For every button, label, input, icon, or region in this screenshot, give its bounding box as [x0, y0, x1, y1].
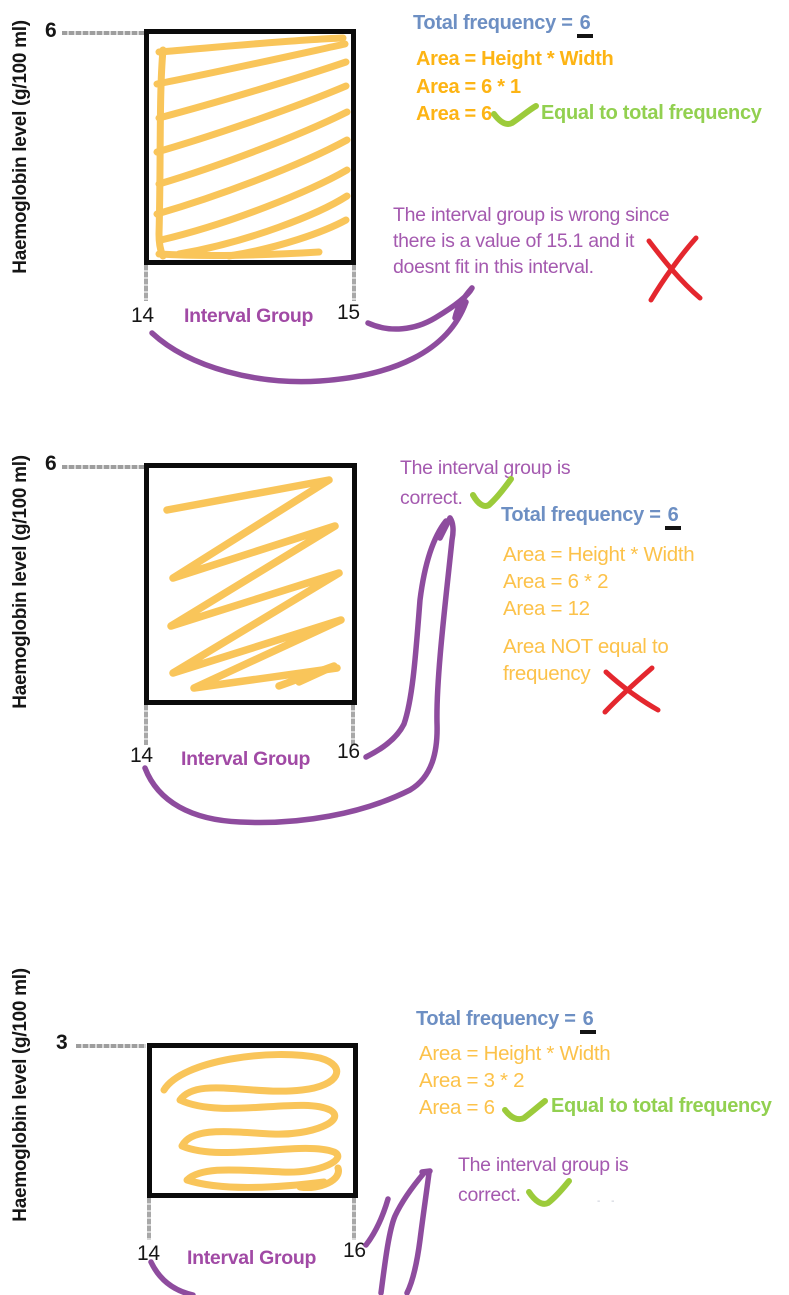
total-frequency-value: 6	[576, 12, 594, 38]
area-result-line: Area = 6	[416, 103, 492, 125]
total-frequency-value: 6	[664, 504, 682, 530]
total-frequency-value: 6	[579, 1008, 597, 1034]
total-frequency-text: Total frequency =6	[413, 12, 594, 38]
equal-note: Equal to total frequency	[551, 1095, 772, 1117]
x-tick-line-left	[144, 265, 148, 301]
check-icon	[502, 1098, 548, 1123]
total-frequency-text: Total frequency =6	[416, 1008, 597, 1034]
area-calc-line: Area = 6 * 2	[503, 570, 609, 593]
histogram-bar	[147, 1043, 358, 1198]
x-tick-right: 16	[343, 1239, 366, 1262]
area-formula-line: Area = Height * Width	[503, 543, 695, 566]
arrow-tip	[437, 515, 453, 541]
x-icon	[602, 665, 655, 715]
interval-note-line: The interval group is wrong since	[393, 204, 670, 226]
y-gridline	[62, 31, 144, 35]
equal-note: Equal to total frequency	[541, 102, 762, 124]
y-gridline	[76, 1044, 146, 1048]
x-tick-right: 15	[337, 301, 360, 324]
x-tick-line-right	[352, 265, 356, 301]
not-equal-line: Area NOT equal to	[503, 635, 669, 658]
arrow-curve	[363, 1196, 391, 1248]
x-tick-line-right	[352, 1198, 356, 1240]
arrow-curve	[404, 1170, 432, 1295]
y-axis-value: 6	[45, 19, 57, 42]
interval-note-line: there is a value of 15.1 and it	[393, 230, 635, 252]
y-axis-label: Haemoglobin level (g/100 ml)	[10, 20, 32, 274]
not-equal-line: frequency	[503, 662, 591, 685]
x-icon	[603, 669, 661, 713]
interval-note-line: The interval group is	[458, 1154, 629, 1176]
bar-fill-scribble	[153, 34, 351, 260]
check-icon	[470, 476, 514, 509]
x-tick-line-right	[351, 705, 355, 745]
x-axis-title: Interval Group	[184, 305, 314, 327]
x-axis-title: Interval Group	[187, 1247, 317, 1269]
check-icon	[526, 1178, 572, 1207]
area-calc-line: Area = 3 * 2	[419, 1069, 525, 1092]
x-tick-left: 14	[137, 1242, 160, 1265]
area-calc-line: Area = 6 * 1	[416, 76, 521, 98]
total-frequency-label: Total frequency =	[416, 1008, 576, 1030]
interval-note-line: correct.	[400, 487, 463, 509]
y-gridline	[62, 465, 144, 469]
check-icon	[491, 103, 539, 127]
x-tick-right: 16	[337, 740, 360, 763]
total-frequency-label: Total frequency =	[413, 12, 573, 34]
arrow-curve	[378, 1170, 427, 1295]
area-result-line: Area = 12	[503, 597, 590, 620]
interval-note-line: The interval group is	[400, 457, 571, 479]
arrow-curve	[363, 518, 449, 760]
interval-note-line: doesnt fit in this interval.	[393, 256, 594, 278]
arrow-curve	[365, 285, 475, 332]
y-axis-value: 3	[56, 1031, 68, 1054]
x-tick-line-left	[147, 1198, 151, 1240]
area-result-line: Area = 6	[419, 1096, 495, 1119]
total-frequency-text: Total frequency =6	[501, 504, 682, 530]
y-axis-value: 6	[45, 452, 57, 475]
interval-note-line: correct.	[458, 1184, 521, 1206]
x-axis-title: Interval Group	[181, 748, 311, 770]
histogram-bar	[144, 29, 356, 265]
area-formula-line: Area = Height * Width	[416, 48, 614, 70]
bar-fill-scribble	[160, 1051, 342, 1192]
y-axis-label: Haemoglobin level (g/100 ml)	[10, 968, 32, 1222]
total-frequency-label: Total frequency =	[501, 504, 661, 526]
x-tick-line-left	[144, 705, 148, 745]
bar-fill-scribble	[163, 476, 345, 692]
arrow-tip	[419, 1168, 433, 1175]
x-icon	[646, 238, 703, 301]
histogram-bar	[144, 463, 357, 705]
area-formula-line: Area = Height * Width	[419, 1042, 611, 1065]
y-axis-label: Haemoglobin level (g/100 ml)	[10, 455, 32, 709]
x-tick-left: 14	[130, 744, 153, 767]
faint-marks: - -	[597, 1196, 619, 1207]
x-tick-left: 14	[131, 304, 154, 327]
x-icon	[648, 235, 699, 303]
